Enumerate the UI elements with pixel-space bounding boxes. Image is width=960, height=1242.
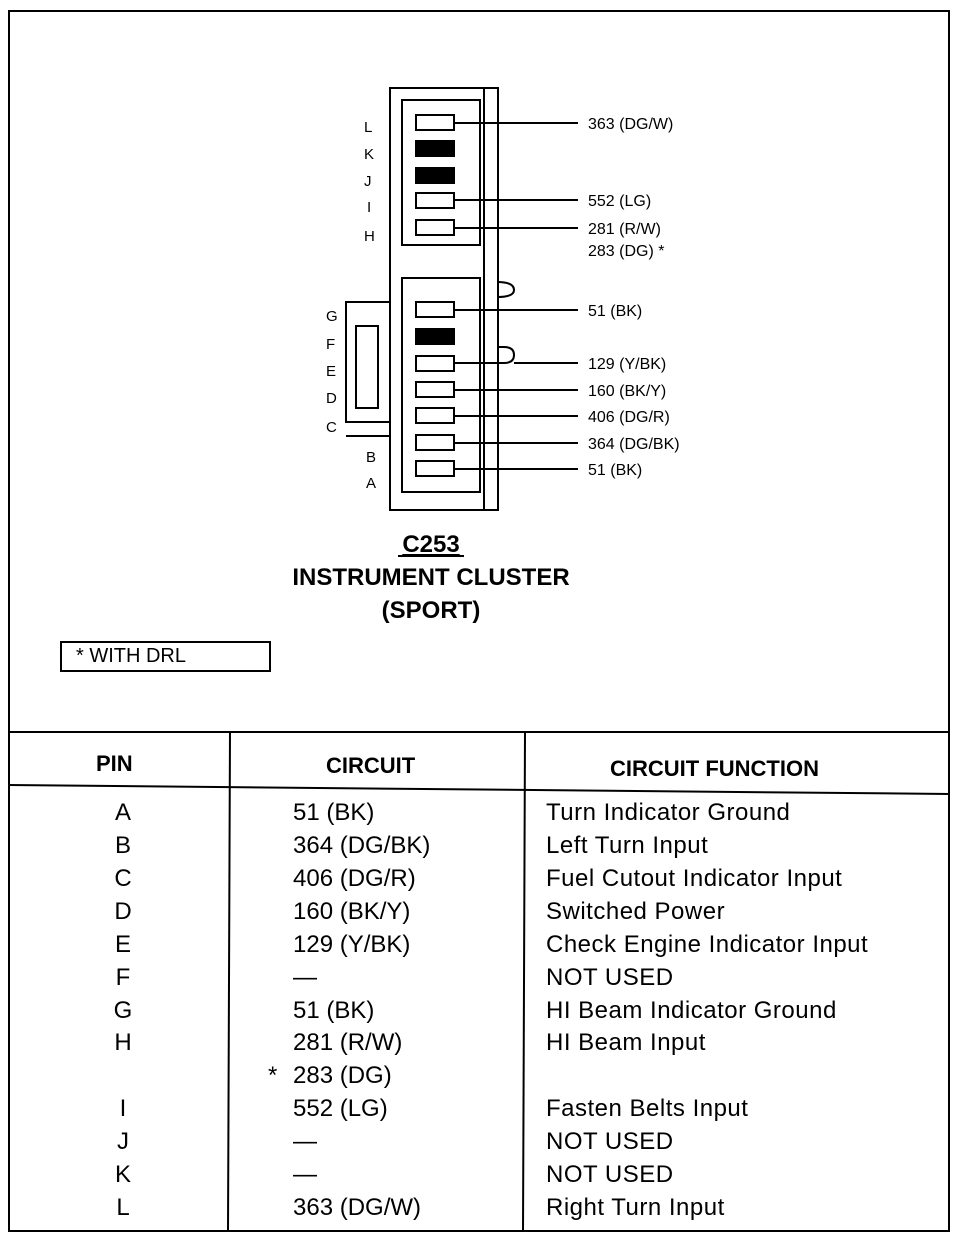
pin-label-C: C [326,419,337,436]
cavity-G [415,301,455,318]
pin-label-I: I [367,199,371,216]
wire-label: 406 (DG/R) [588,409,670,426]
function-cell: HI Beam Input [546,1029,706,1056]
circuit-cell: 406 (DG/R) [293,865,416,892]
pin-cell: K [114,1161,131,1188]
table-row: I 552 (LG) Fasten Belts Input [8,1095,950,1128]
cavity-K [415,140,455,157]
connector-body [345,87,499,511]
function-cell: Switched Power [546,898,726,925]
pin-cell: C [114,865,132,892]
pin-cell: B [114,832,131,859]
cavity-D [415,381,455,398]
cavity-L [415,114,455,131]
pin-cell: G [113,997,133,1024]
cavity-I [415,192,455,209]
circuit-cell: 552 (LG) [293,1095,388,1122]
wire-label: 51 (BK) [588,462,642,479]
pin-label-K: K [364,146,374,163]
table-row: L 363 (DG/W) Right Turn Input [8,1194,950,1227]
wire-label: 552 (LG) [588,193,651,210]
pin-label-B: B [366,449,376,466]
cavity-F [415,328,455,345]
table-row: A 51 (BK) Turn Indicator Ground [8,799,950,832]
header-circuit: CIRCUIT [326,753,416,778]
cavity-E [415,355,455,372]
wire-label: 363 (DG/W) [588,116,673,133]
cavity-J [415,167,455,184]
circuit-cell: 363 (DG/W) [293,1194,422,1221]
function-cell: Left Turn Input [546,832,709,859]
table-grid [8,731,950,1232]
pin-cavities [415,114,455,477]
table-row: J — NOT USED [8,1128,950,1161]
table-row: E 129 (Y/BK) Check Engine Indicator Input [8,931,950,964]
circuit-cell: — [293,1128,317,1155]
cavity-A [415,460,455,477]
circuit-cell: 283 (DG) [293,1062,392,1089]
wire-label: 51 (BK) [588,303,642,320]
pin-label-L: L [364,119,372,136]
pin-label-J: J [364,173,372,190]
table-row: K — NOT USED [8,1161,950,1194]
connector-title: INSTRUMENT CLUSTER [292,564,569,591]
header-pin: PIN [96,751,133,776]
connector-id: C253 [402,531,459,558]
pin-cell: F [115,964,131,991]
pinout-table: PIN CIRCUIT CIRCUIT FUNCTION A 51 (BK) Tur… [8,731,950,1232]
circuit-cell: 281 (R/W) [293,1029,403,1056]
function-cell: NOT USED [546,964,674,991]
function-cell: NOT USED [546,1161,674,1188]
function-cell: HI Beam Indicator Ground [546,997,837,1024]
pin-cell: E [114,931,131,958]
wire-lines [454,122,578,470]
pin-cell: J [117,1128,129,1155]
table-row: F — NOT USED [8,964,950,997]
table-row: H 281 (R/W) HI Beam Input [8,1029,950,1062]
circuit-cell: 160 (BK/Y) [293,898,411,925]
function-cell: Check Engine Indicator Input [546,931,869,958]
pin-label-D: D [326,390,337,407]
table-row: G 51 (BK) HI Beam Indicator Ground [8,997,950,1030]
table-row: * 283 (DG) [8,1062,950,1095]
wire-label: 283 (DG) * [588,243,664,260]
pin-cell: D [114,898,132,925]
connector-subtitle: (SPORT) [382,597,481,624]
page-frame [8,10,950,1232]
function-cell: NOT USED [546,1128,674,1155]
circuit-cell: — [293,1161,317,1188]
pin-cell: L [116,1194,130,1221]
pin-label-E: E [326,363,336,380]
cavity-B [415,434,455,451]
table-row: D 160 (BK/Y) Switched Power [8,898,950,931]
star-cell: * [268,1062,278,1089]
wire-label: 364 (DG/BK) [588,436,680,453]
circuit-cell: 51 (BK) [293,997,375,1024]
pin-label-H: H [364,228,375,245]
connector-diagram: L K J I H G F E D C B A 363 (DG/W) 552 (… [292,87,680,624]
function-cell: Turn Indicator Ground [546,799,791,826]
function-cell: Right Turn Input [546,1194,725,1221]
pin-label-G: G [326,308,338,325]
cavity-H [415,219,455,236]
circuit-cell: 129 (Y/BK) [293,931,411,958]
pin-cell: I [119,1095,127,1122]
drl-note: * WITH DRL [60,641,271,672]
pin-cell: A [114,799,131,826]
wire-label: 129 (Y/BK) [588,356,666,373]
table-row: B 364 (DG/BK) Left Turn Input [8,832,950,865]
wire-label: 281 (R/W) [588,221,661,238]
pin-cell: H [114,1029,132,1056]
cavity-C [415,407,455,424]
circuit-cell: — [293,964,317,991]
circuit-cell: 364 (DG/BK) [293,832,431,859]
function-cell: Fasten Belts Input [546,1095,749,1122]
header-function: CIRCUIT FUNCTION [610,756,819,781]
table-row: C 406 (DG/R) Fuel Cutout Indicator Input [8,865,950,898]
circuit-cell: 51 (BK) [293,799,375,826]
pin-label-F: F [326,336,335,353]
pin-label-A: A [366,475,376,492]
wire-label: 160 (BK/Y) [588,383,666,400]
function-cell: Fuel Cutout Indicator Input [546,865,843,892]
